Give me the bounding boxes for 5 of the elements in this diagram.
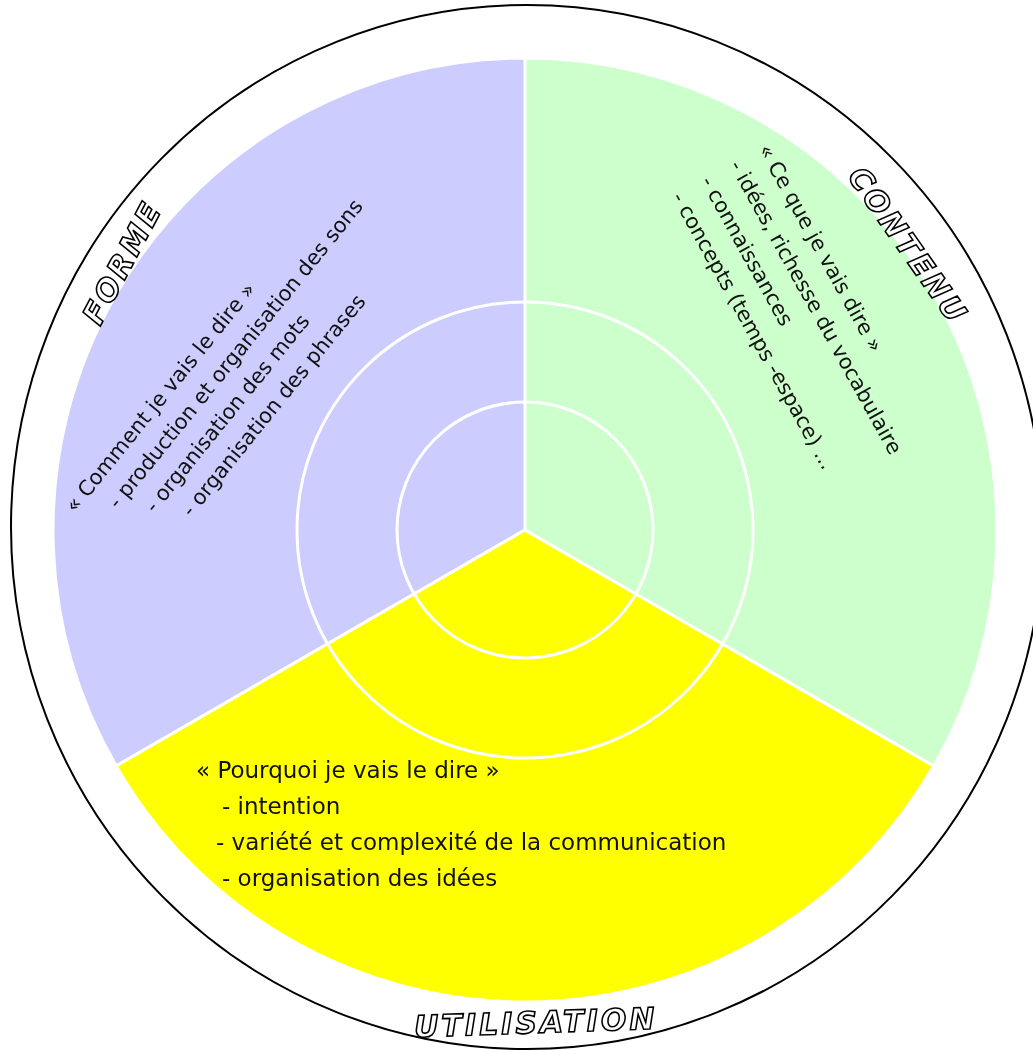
list-item: - variété et complexité de la communication: [215, 828, 727, 857]
sector-heading: UTILISATION: [412, 1000, 658, 1044]
list-item: - organisation des idées: [221, 864, 499, 893]
list-item: - intention: [221, 792, 342, 821]
question-text: « Pourquoi je vais le dire »: [196, 756, 501, 785]
